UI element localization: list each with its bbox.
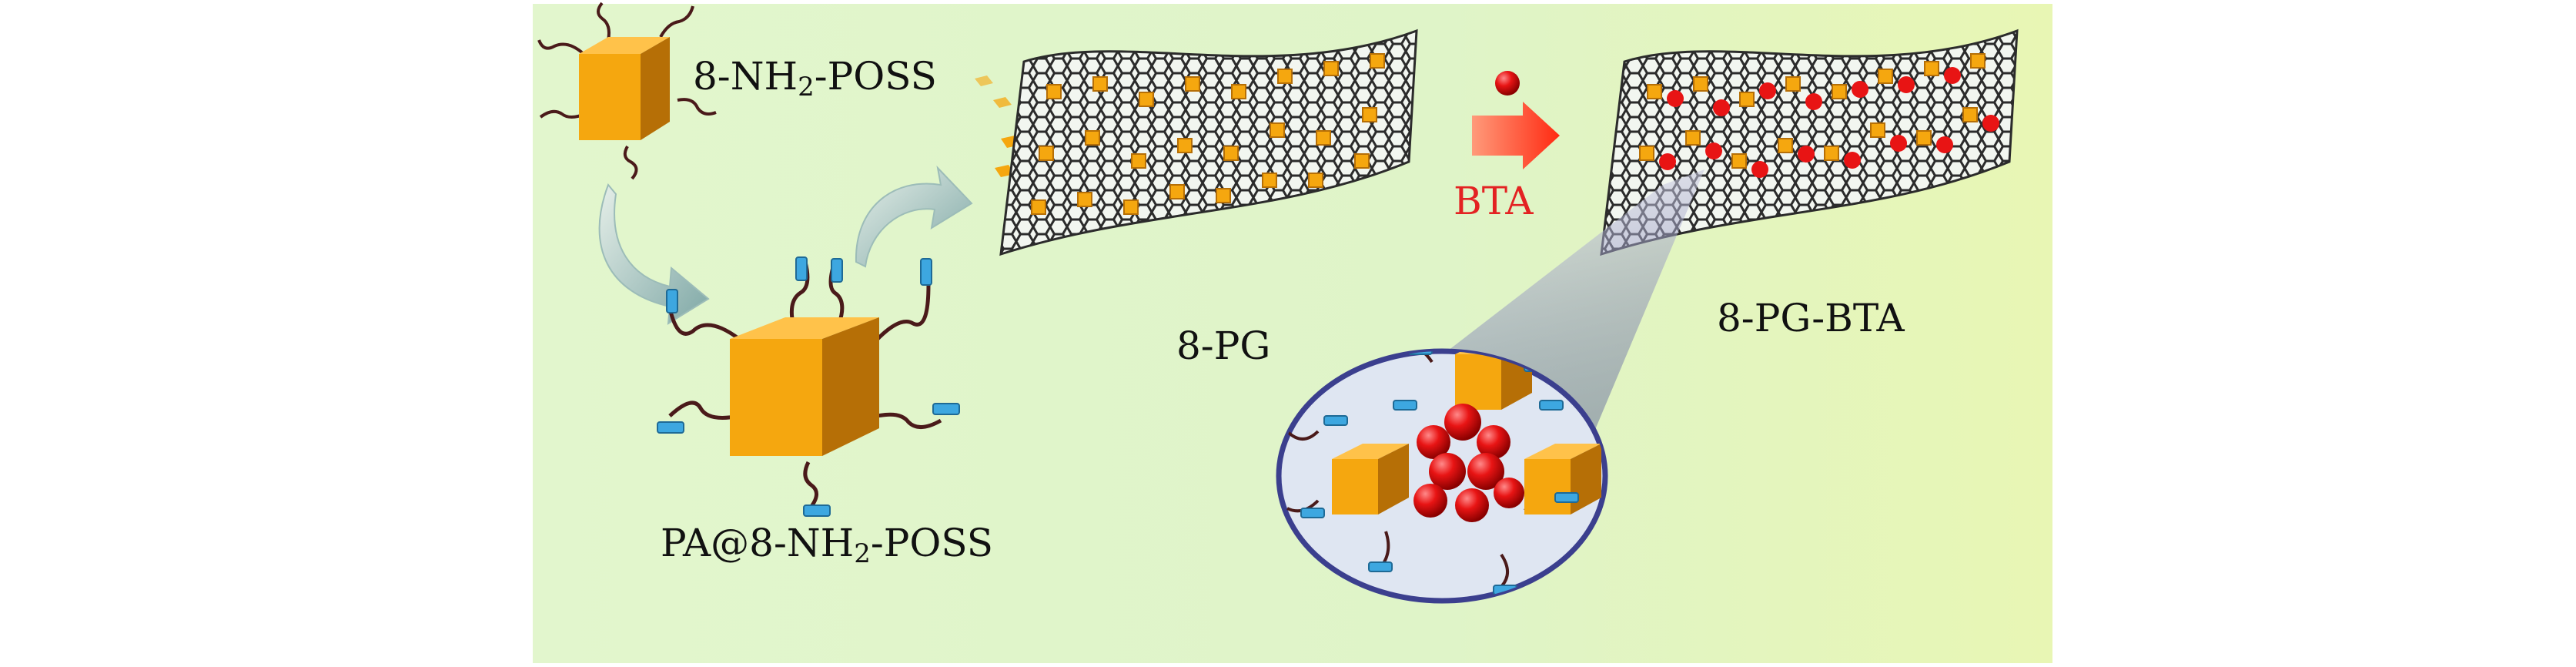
arrow-to-pa (598, 183, 710, 325)
lens-contents (1286, 351, 1601, 595)
poss-cube-small (537, 2, 717, 180)
arrow-to-graphene (855, 165, 973, 268)
bta-arrow (1472, 102, 1560, 169)
label-bta: BTA (1454, 179, 1534, 223)
pa-poss-cube (657, 256, 960, 517)
label-8-pg-bta: 8-PG-BTA (1717, 296, 1905, 340)
label-pa-8-nh2-poss: PA@8-NH2-POSS (661, 521, 994, 569)
bta-sphere-icon (1495, 71, 1520, 96)
graphene-sheet-pg-bta (1600, 28, 2019, 256)
graphene-sheet-pg (999, 28, 1418, 256)
label-8-nh2-poss: 8-NH2-POSS (693, 54, 937, 102)
label-8-pg: 8-PG (1176, 323, 1271, 368)
